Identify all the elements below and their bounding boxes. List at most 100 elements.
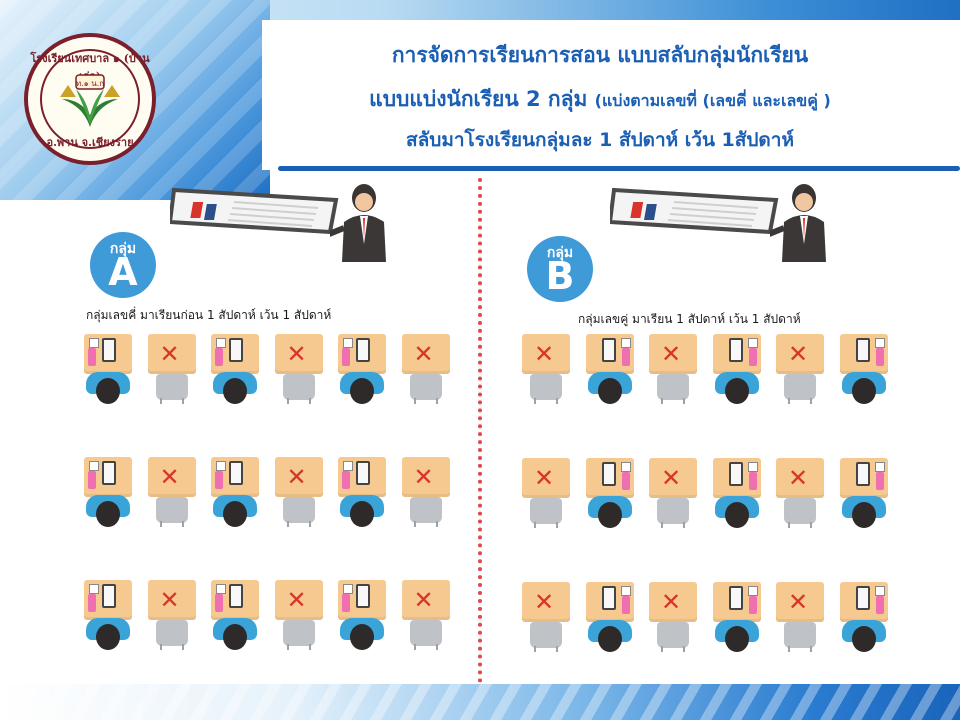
tablet-icon (356, 461, 370, 485)
chair-icon (530, 498, 562, 528)
empty-desk: ✕ (146, 334, 198, 408)
desk-top (649, 458, 697, 498)
cross-icon: ✕ (159, 340, 180, 368)
note-icon (343, 338, 353, 348)
note-icon (747, 586, 758, 596)
cross-icon: ✕ (159, 586, 180, 614)
student-desk (711, 334, 763, 408)
note-icon (620, 338, 631, 348)
empty-desk: ✕ (520, 582, 572, 656)
tablet-icon (728, 338, 743, 362)
tablet-icon (229, 584, 243, 608)
note-icon (89, 461, 99, 471)
student-head (597, 626, 622, 652)
desk-top (401, 334, 450, 374)
pencil-icon (748, 596, 757, 614)
chair-icon (282, 374, 315, 404)
cross-icon: ✕ (787, 464, 809, 492)
cross-icon: ✕ (787, 588, 809, 616)
cross-icon: ✕ (286, 340, 307, 368)
group-b-badge-letter: B (545, 254, 575, 298)
chair-icon (530, 622, 562, 652)
student-desk (838, 582, 890, 656)
chair-icon (409, 374, 442, 404)
pencil-icon (621, 596, 630, 614)
cross-icon: ✕ (159, 463, 180, 491)
desk-top (522, 582, 570, 622)
empty-desk: ✕ (774, 334, 826, 408)
empty-desk: ✕ (647, 582, 699, 656)
student-head (597, 502, 622, 528)
school-logo: โรงเรียนเทศบาล ๑ (บ้านเก่า) ท.๑ น.ก อ.พา… (24, 33, 156, 165)
title-line-1: การจัดการเรียนการสอน แบบสลับกลุ่มนักเรีย… (391, 43, 809, 67)
group-a-badge-word: กลุ่ม (109, 241, 137, 257)
note-icon (874, 338, 885, 348)
note-icon (874, 586, 885, 596)
title-panel (262, 20, 960, 170)
cross-icon: ✕ (413, 463, 434, 491)
chair-icon (784, 374, 816, 404)
student-desk (209, 457, 261, 531)
note-icon (747, 462, 758, 472)
pencil-icon (621, 472, 630, 490)
cross-icon: ✕ (413, 340, 434, 368)
logo-emblem-text: ท.๑ น.ก (76, 79, 104, 88)
empty-desk: ✕ (400, 580, 452, 654)
desk-top (649, 334, 697, 374)
student-head (350, 501, 374, 527)
student-desk (336, 580, 388, 654)
empty-desk: ✕ (273, 457, 325, 531)
cross-icon: ✕ (660, 588, 682, 616)
desk-top (776, 458, 824, 498)
student-head (851, 502, 876, 528)
desk-top (274, 580, 323, 620)
desk-top (274, 457, 323, 497)
student-desk (336, 457, 388, 531)
chair-icon (657, 622, 689, 652)
tablet-icon (601, 338, 616, 362)
student-head (350, 624, 374, 650)
pencil-icon (88, 348, 96, 366)
empty-desk: ✕ (520, 334, 572, 408)
student-desk (711, 582, 763, 656)
empty-desk: ✕ (146, 580, 198, 654)
pencil-icon (342, 348, 350, 366)
group-b-badge: กลุ่ม B (527, 236, 593, 302)
tablet-icon (356, 584, 370, 608)
cross-icon: ✕ (660, 340, 682, 368)
pencil-icon (342, 471, 350, 489)
cross-icon: ✕ (286, 586, 307, 614)
chair-icon (530, 374, 562, 404)
student-head (851, 626, 876, 652)
chair-icon (657, 498, 689, 528)
chair-icon (409, 620, 442, 650)
desk-top (147, 457, 196, 497)
student-desk (838, 458, 890, 532)
desk-top (776, 582, 824, 622)
student-desk (209, 580, 261, 654)
student-head (724, 626, 749, 652)
logo-location: อ.พาน จ.เชียงราย (46, 136, 134, 149)
note-icon (620, 586, 631, 596)
note-icon (874, 462, 885, 472)
empty-desk: ✕ (647, 334, 699, 408)
tablet-icon (229, 461, 243, 485)
tablet-icon (728, 586, 743, 610)
tablet-icon (601, 586, 616, 610)
desk-top (522, 334, 570, 374)
group-a-badge: กลุ่ม A (90, 232, 156, 298)
desk-top (274, 334, 323, 374)
group-a-badge-letter: A (108, 250, 138, 294)
pencil-icon (875, 472, 884, 490)
note-icon (747, 338, 758, 348)
chair-icon (282, 620, 315, 650)
student-head (223, 624, 247, 650)
empty-desk: ✕ (520, 458, 572, 532)
student-head (223, 501, 247, 527)
student-head (96, 378, 120, 404)
chair-icon (282, 497, 315, 527)
pencil-icon (875, 596, 884, 614)
title-line-3: สลับมาโรงเรียนกลุ่มละ 1 สัปดาห์ เว้น 1สั… (406, 129, 794, 151)
pencil-icon (621, 348, 630, 366)
note-icon (216, 584, 226, 594)
